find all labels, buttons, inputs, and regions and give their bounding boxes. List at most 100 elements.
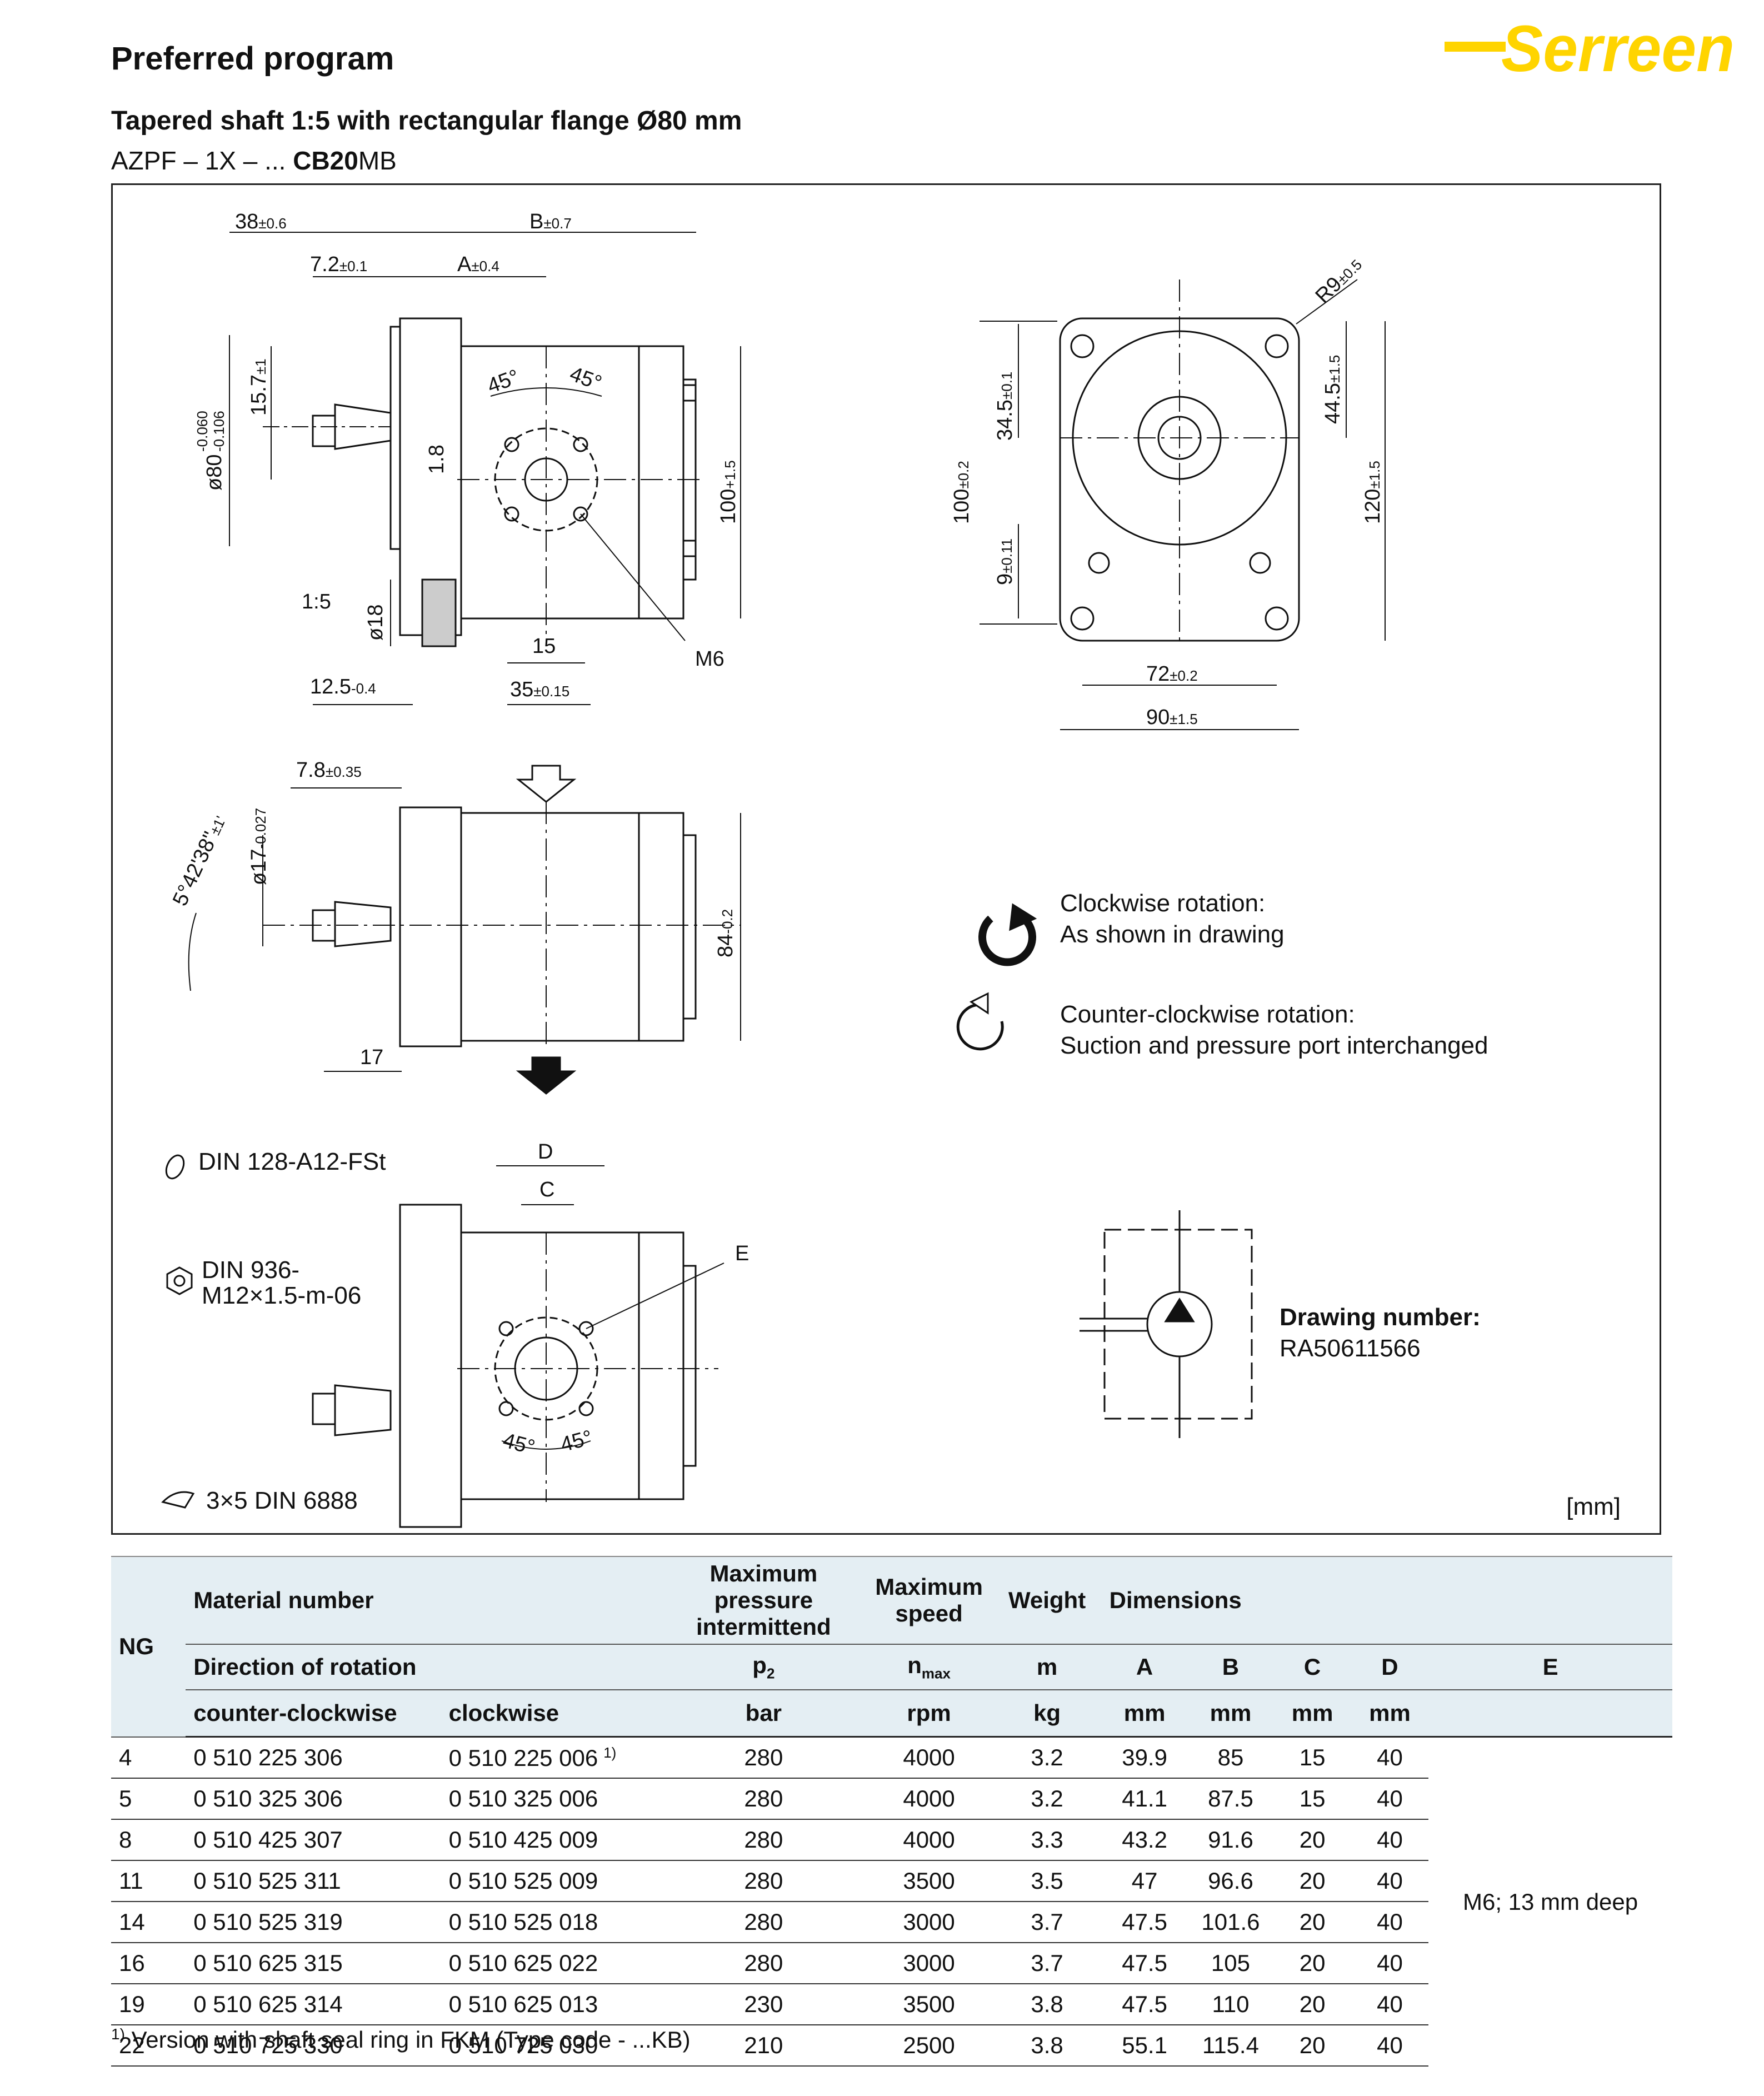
cell-cw-note: 1): [603, 1744, 617, 1761]
cell-B: 87.5: [1187, 1778, 1274, 1820]
header-C: C: [1273, 1644, 1351, 1690]
cell-ng: 16: [111, 1943, 186, 1984]
cell-B: 85: [1187, 1736, 1274, 1779]
header-weight: Weight: [992, 1556, 1102, 1645]
cell-A: 41.1: [1101, 1778, 1188, 1820]
cell-A: 47.5: [1101, 1943, 1188, 1984]
product-table: NG Material number Maximum pressure inte…: [111, 1556, 1672, 2067]
cell-speed: 3500: [865, 1984, 993, 2025]
cell-D: 40: [1351, 1902, 1429, 1943]
dim-C: C: [539, 1178, 554, 1201]
cell-B: 110: [1187, 1984, 1274, 2025]
dim-1-8: 1.8: [425, 445, 448, 474]
nut-label-line1: DIN 936-: [202, 1256, 300, 1284]
cell-pressure: 280: [662, 1736, 866, 1779]
header-max-speed: Maximum speed: [865, 1556, 993, 1645]
header-material-number: Material number: [186, 1556, 662, 1645]
header-D: D: [1351, 1644, 1429, 1690]
page-title: Preferred program: [111, 41, 394, 77]
cell-B: 115.4: [1187, 2025, 1274, 2067]
type-code: AZPF – 1X – ... CB20MB: [111, 146, 397, 176]
dim-72: 72±0.2: [1146, 662, 1198, 686]
key-label: 3×5 DIN 6888: [206, 1487, 358, 1514]
cell-weight: 3.2: [992, 1778, 1102, 1820]
cell-C: 20: [1273, 2025, 1351, 2067]
label-m6: M6: [695, 647, 724, 671]
cell-ccw: 0 510 625 315: [186, 1943, 441, 1984]
cell-A: 47: [1101, 1860, 1188, 1902]
unit-label: [mm]: [1566, 1493, 1621, 1520]
cell-D: 40: [1351, 1860, 1429, 1902]
dim-35: 35±0.15: [510, 678, 569, 701]
header-unit-bar: bar: [662, 1690, 866, 1738]
cell-weight: 3.7: [992, 1902, 1102, 1943]
cell-A: 47.5: [1101, 1984, 1188, 2025]
cell-C: 20: [1273, 1984, 1351, 2025]
cell-weight: 3.8: [992, 1984, 1102, 2025]
cw-rotation-text: Clockwise rotation: As shown in drawing: [1060, 888, 1285, 950]
cw-rotation-desc: As shown in drawing: [1060, 921, 1285, 948]
cell-cw: 0 510 725 030: [441, 2025, 662, 2067]
cell-weight: 3.5: [992, 1860, 1102, 1902]
dim-7-2: 7.2±0.1: [310, 253, 367, 276]
header-dimensions: Dimensions: [1101, 1556, 1672, 1645]
cell-ccw: 0 510 325 306: [186, 1778, 441, 1820]
dim-d80-tol-up: -0.060: [194, 411, 211, 452]
cell-speed: 3000: [865, 1902, 993, 1943]
nut-icon: [166, 1266, 193, 1295]
cell-pressure: 230: [662, 1984, 866, 2025]
dim-38: 38±0.6: [235, 210, 287, 233]
cell-D: 40: [1351, 1943, 1429, 1984]
ccw-rotation-text: Counter-clockwise rotation: Suction and …: [1060, 999, 1488, 1061]
dim-100-a: 100+1.5: [717, 460, 740, 524]
cell-D: 40: [1351, 1736, 1429, 1779]
cell-weight: 3.8: [992, 2025, 1102, 2067]
header-ccw: counter-clockwise: [186, 1690, 441, 1738]
cell-ng: 19: [111, 1984, 186, 2025]
drawing-canvas: 38±0.6 B±0.7 7.2±0.1 A±0.4 15.7±1 ø80 -0…: [161, 210, 1386, 1528]
brand-logo: Serreen: [1445, 12, 1735, 81]
cell-ng: 22: [111, 2025, 186, 2067]
cell-weight: 3.2: [992, 1736, 1102, 1779]
header-unit-rpm: rpm: [865, 1690, 993, 1738]
cell-C: 15: [1273, 1736, 1351, 1779]
type-code-prefix: AZPF – 1X – ...: [111, 146, 293, 175]
cell-A: 43.2: [1101, 1819, 1188, 1861]
dim-100-b: 100±0.2: [950, 461, 973, 524]
cell-C: 20: [1273, 1902, 1351, 1943]
cell-C: 20: [1273, 1819, 1351, 1861]
dim-d17: ø17-0.027: [247, 808, 271, 885]
header-B: B: [1187, 1644, 1274, 1690]
cell-ccw: 0 510 725 330: [186, 2025, 441, 2067]
cell-ng: 8: [111, 1819, 186, 1861]
cell-speed: 4000: [865, 1819, 993, 1861]
dim-d18: ø18: [364, 605, 387, 641]
drawing-number-label: Drawing number:: [1280, 1304, 1481, 1331]
header-ng: NG: [111, 1556, 186, 1738]
dim-15-7: 15.7±1: [247, 358, 271, 416]
header-A: A: [1101, 1644, 1188, 1690]
cell-C: 20: [1273, 1943, 1351, 1984]
dim-A: A±0.4: [457, 253, 499, 276]
cell-ng: 5: [111, 1778, 186, 1820]
ccw-rotation-title: Counter-clockwise rotation:: [1060, 1001, 1355, 1028]
dim-D: D: [538, 1140, 553, 1164]
cell-cw: 0 510 325 006: [441, 1778, 662, 1820]
ccw-rotation-desc: Suction and pressure port interchanged: [1060, 1032, 1488, 1059]
cell-C: 20: [1273, 1860, 1351, 1902]
dim-taper: 1:5: [302, 590, 331, 613]
header-unit-kg: kg: [992, 1690, 1102, 1738]
dim-B: B±0.7: [529, 210, 572, 233]
cell-ccw: 0 510 525 319: [186, 1902, 441, 1943]
cw-rotation-title: Clockwise rotation:: [1060, 890, 1266, 917]
nut-label: DIN 936- M12×1.5-m-06: [202, 1257, 435, 1309]
dim-d80-tol-lo: -0.106: [211, 411, 227, 452]
header-E: E: [1428, 1644, 1672, 1690]
cell-cw: 0 510 525 009: [441, 1860, 662, 1902]
cell-A: 39.9: [1101, 1736, 1188, 1779]
